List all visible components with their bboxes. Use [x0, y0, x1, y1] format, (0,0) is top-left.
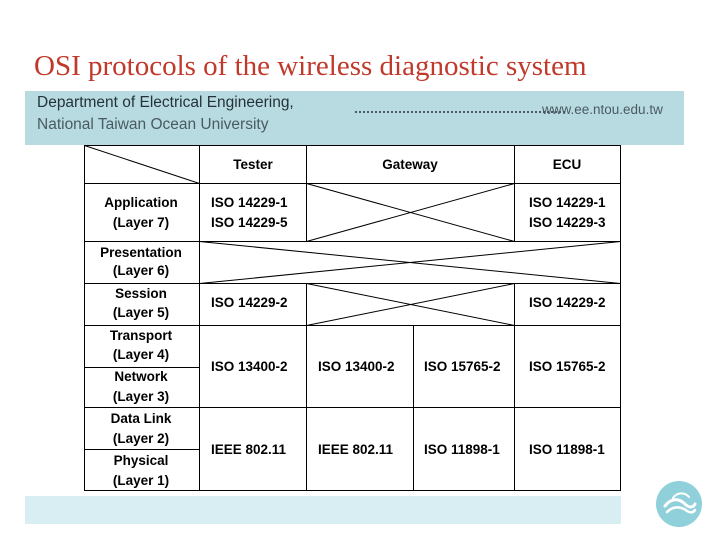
slide-title: OSI protocols of the wireless diagnostic… — [34, 50, 587, 82]
layer-network: Network — [114, 369, 168, 384]
university-name: National Taiwan Ocean University — [37, 116, 269, 133]
cell-ecu-application-2: ISO 14229-3 — [529, 215, 606, 230]
cell-datalink-physical-3: ISO 11898-1 — [424, 442, 500, 457]
layer-presentation: Presentation — [100, 245, 182, 260]
layer-session-number: (Layer 5) — [113, 305, 169, 320]
layer-transport: Transport — [110, 328, 173, 343]
cell-tester-session: ISO 14229-2 — [211, 295, 288, 310]
cell-datalink-physical-4: ISO 11898-1 — [529, 442, 605, 457]
footer-band — [25, 496, 621, 524]
layer-transport-number: (Layer 4) — [113, 347, 169, 362]
layer-network-number: (Layer 3) — [113, 389, 169, 404]
cell-transport-network-1: ISO 13400-2 — [211, 359, 288, 374]
layer-physical-number: (Layer 1) — [113, 473, 169, 488]
header-band: Department of Electrical Engineering, Na… — [25, 91, 684, 145]
cell-transport-network-3: ISO 15765-2 — [424, 359, 501, 374]
layer-application: Application — [104, 195, 178, 210]
table-frame — [84, 145, 621, 491]
corner-diagonal — [84, 145, 200, 184]
column-header-ecu: ECU — [553, 157, 582, 172]
cell-datalink-physical-1: IEEE 802.11 — [211, 442, 287, 457]
dotted-separator — [355, 111, 565, 113]
layer-datalink: Data Link — [111, 411, 172, 426]
column-header-tester: Tester — [233, 157, 273, 172]
cell-transport-network-4: ISO 15765-2 — [529, 359, 606, 374]
cell-tester-application-1: ISO 14229-1 — [211, 195, 288, 210]
department-name: Department of Electrical Engineering, — [37, 94, 294, 111]
university-logo-icon — [656, 481, 702, 527]
layer-application-number: (Layer 7) — [113, 215, 169, 230]
cell-datalink-physical-2: IEEE 802.11 — [318, 442, 394, 457]
cell-tester-application-2: ISO 14229-5 — [211, 215, 288, 230]
layer-physical: Physical — [114, 453, 169, 468]
website-url: www.ee.ntou.edu.tw — [542, 102, 663, 117]
column-header-gateway: Gateway — [382, 157, 438, 172]
layer-presentation-number: (Layer 6) — [113, 263, 169, 278]
cell-ecu-application-1: ISO 14229-1 — [529, 195, 606, 210]
layer-session: Session — [115, 286, 167, 301]
cell-transport-network-2: ISO 13400-2 — [318, 359, 395, 374]
layer-datalink-number: (Layer 2) — [113, 431, 169, 446]
cell-ecu-session: ISO 14229-2 — [529, 295, 606, 310]
